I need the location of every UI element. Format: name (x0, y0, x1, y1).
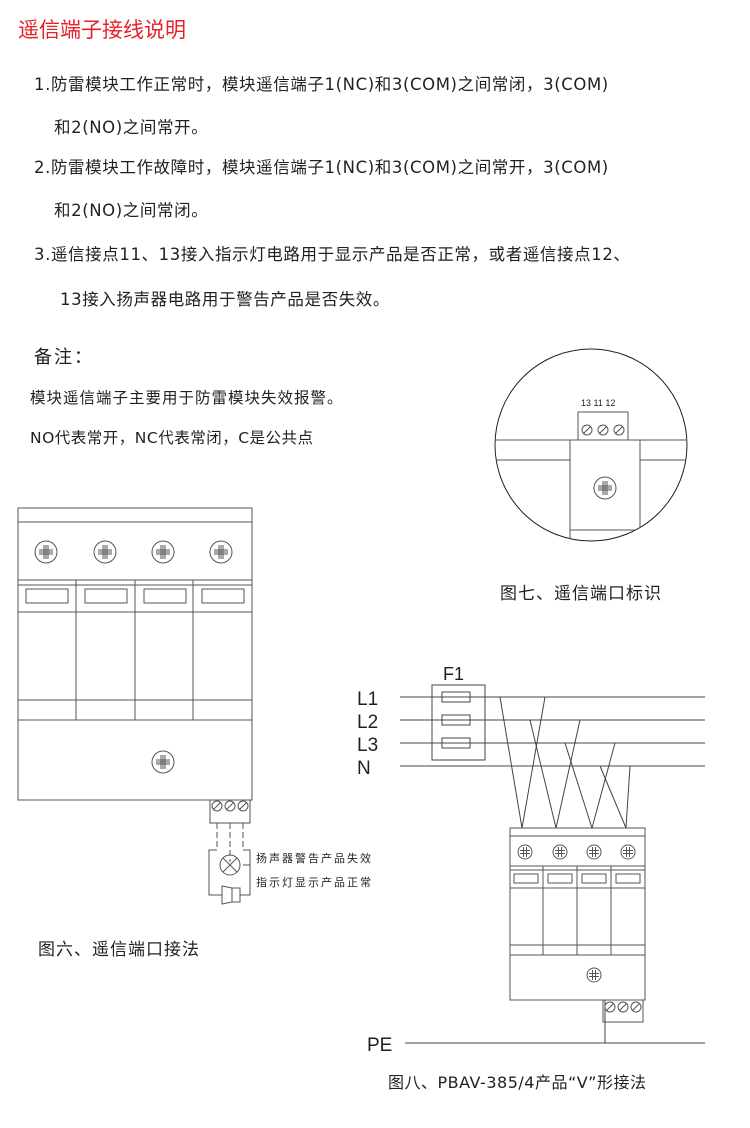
fig6-terminal-block (208, 799, 251, 896)
note-line-1: 模块遥信端子主要用于防雷模块失效报警。 (30, 389, 344, 407)
page-title: 遥信端子接线说明 (18, 18, 186, 42)
instruction-1-line-1: 1.防雷模块工作正常时，模块遥信端子1(NC)和3(COM)之间常闭，3(COM… (34, 75, 609, 94)
line-label-l3: L3 (357, 735, 378, 756)
instruction-2-line-1: 2.防雷模块工作故障时，模块遥信端子1(NC)和3(COM)之间常开，3(COM… (34, 158, 609, 177)
fig8-caption: 图八、PBAV-385/4产品“V”形接法 (388, 1073, 647, 1092)
lamp-icon (219, 854, 241, 876)
fuse-box (431, 684, 486, 761)
line-label-n: N (357, 758, 371, 779)
fig7-caption: 图七、遥信端口标识 (500, 584, 662, 604)
fuse-label: F1 (443, 664, 464, 684)
line-label-l1: L1 (357, 689, 378, 710)
fig7-zoom-circle (494, 348, 688, 542)
pe-label: PE (367, 1035, 392, 1056)
fig6-label-lamp: 指示灯显示产品正常 (256, 875, 373, 889)
fig6-label-speaker: 扬声器警告产品失效 (256, 851, 373, 865)
fig6-caption: 图六、遥信端口接法 (38, 940, 200, 960)
fig6-spd-module (17, 507, 253, 801)
fig7-terminal-labels: 13 11 12 (581, 398, 615, 408)
line-label-l2: L2 (357, 712, 378, 733)
instruction-2-line-2: 和2(NO)之间常闭。 (54, 201, 209, 220)
note-line-2: NO代表常开，NC代表常闭，C是公共点 (30, 429, 314, 447)
notes-heading: 备注： (34, 347, 94, 368)
instruction-3-line-2: 13接入扬声器电路用于警告产品是否失效。 (60, 290, 390, 309)
instruction-1-line-2: 和2(NO)之间常开。 (54, 118, 209, 137)
fig8-spd-module (509, 827, 646, 1023)
speaker-icon (221, 885, 241, 905)
fig8-wiring (400, 684, 705, 1044)
instruction-3-line-1: 3.遥信接点11、13接入指示灯电路用于显示产品是否正常，或者遥信接点12、 (34, 245, 631, 264)
